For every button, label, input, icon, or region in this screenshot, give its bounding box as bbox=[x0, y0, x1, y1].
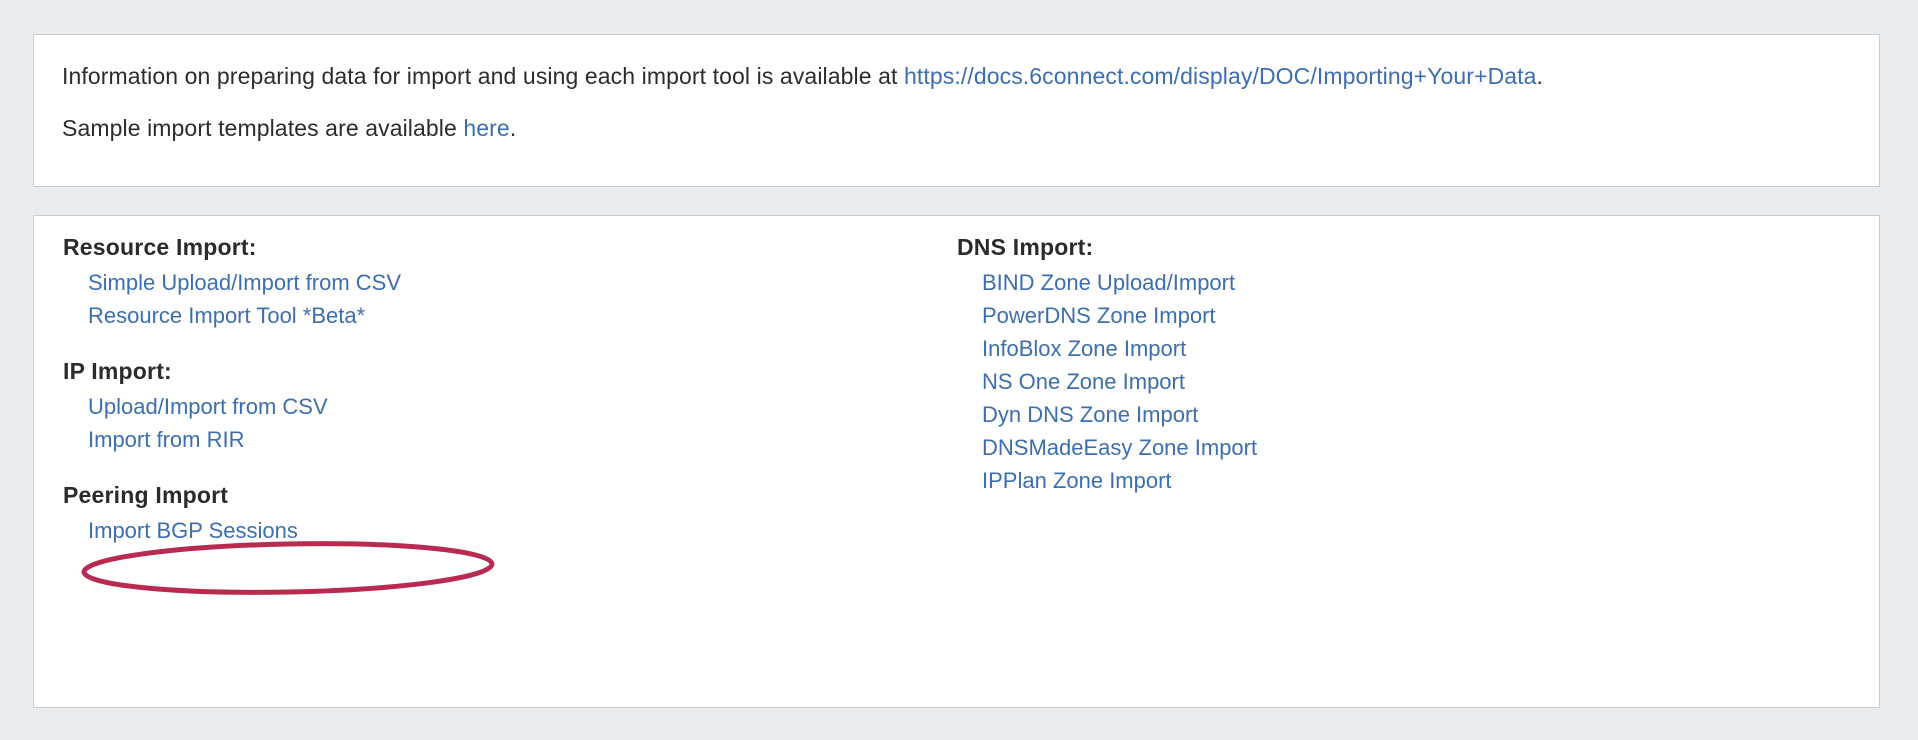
group-peering-import: Peering Import Import BGP Sessions bbox=[63, 481, 903, 547]
group-dns-import: DNS Import: BIND Zone Upload/Import Powe… bbox=[957, 233, 1797, 497]
list-item: Import BGP Sessions bbox=[88, 514, 903, 547]
link-import-bgp-sessions[interactable]: Import BGP Sessions bbox=[88, 518, 298, 543]
group-heading-peering-import: Peering Import bbox=[63, 482, 229, 508]
docs-info-text-after: . bbox=[1536, 63, 1544, 89]
list-item: NS One Zone Import bbox=[982, 365, 1797, 398]
group-heading-dns-import: DNS Import: bbox=[957, 234, 1094, 260]
list-item: DNSMadeEasy Zone Import bbox=[982, 431, 1797, 464]
documentation-info-content: Information on preparing data for import… bbox=[34, 35, 1879, 143]
link-list-resource-import: Simple Upload/Import from CSV Resource I… bbox=[63, 266, 903, 332]
list-item: Resource Import Tool *Beta* bbox=[88, 299, 903, 332]
import-tools-left-column: Resource Import: Simple Upload/Import fr… bbox=[63, 216, 903, 547]
link-upload-import-csv[interactable]: Upload/Import from CSV bbox=[88, 394, 328, 419]
templates-info-line: Sample import templates are available he… bbox=[62, 113, 1851, 143]
templates-info-text-after: . bbox=[509, 115, 517, 141]
link-dnsmadeeasy-zone-import[interactable]: DNSMadeEasy Zone Import bbox=[982, 435, 1258, 460]
templates-here-link[interactable]: here bbox=[463, 115, 510, 141]
list-item: BIND Zone Upload/Import bbox=[982, 266, 1797, 299]
import-tools-content: Resource Import: Simple Upload/Import fr… bbox=[34, 216, 1879, 707]
group-heading-resource-import: Resource Import: bbox=[63, 234, 257, 260]
group-resource-import: Resource Import: Simple Upload/Import fr… bbox=[63, 233, 903, 332]
link-infoblox-zone-import[interactable]: InfoBlox Zone Import bbox=[982, 336, 1187, 361]
link-powerdns-zone-import[interactable]: PowerDNS Zone Import bbox=[982, 303, 1216, 328]
link-import-from-rir[interactable]: Import from RIR bbox=[88, 427, 245, 452]
link-list-dns-import: BIND Zone Upload/Import PowerDNS Zone Im… bbox=[957, 266, 1797, 497]
link-ipplan-zone-import[interactable]: IPPlan Zone Import bbox=[982, 468, 1172, 493]
docs-url-link[interactable]: https://docs.6connect.com/display/DOC/Im… bbox=[903, 63, 1537, 89]
list-item: PowerDNS Zone Import bbox=[982, 299, 1797, 332]
templates-info-text-before: Sample import templates are available bbox=[62, 115, 464, 141]
docs-info-line: Information on preparing data for import… bbox=[62, 61, 1851, 91]
list-item: InfoBlox Zone Import bbox=[982, 332, 1797, 365]
import-tools-right-column: DNS Import: BIND Zone Upload/Import Powe… bbox=[957, 216, 1797, 497]
docs-info-text-before: Information on preparing data for import… bbox=[62, 63, 904, 89]
list-item: Dyn DNS Zone Import bbox=[982, 398, 1797, 431]
link-list-peering-import: Import BGP Sessions bbox=[63, 514, 903, 547]
list-item: IPPlan Zone Import bbox=[982, 464, 1797, 497]
link-simple-upload-import-csv[interactable]: Simple Upload/Import from CSV bbox=[88, 270, 401, 295]
link-resource-import-tool-beta[interactable]: Resource Import Tool *Beta* bbox=[88, 303, 366, 328]
link-dyn-dns-zone-import[interactable]: Dyn DNS Zone Import bbox=[982, 402, 1199, 427]
group-heading-ip-import: IP Import: bbox=[63, 358, 172, 384]
list-item: Upload/Import from CSV bbox=[88, 390, 903, 423]
documentation-info-panel: Information on preparing data for import… bbox=[33, 34, 1880, 187]
highlight-ellipse-annotation bbox=[81, 541, 495, 595]
list-item: Import from RIR bbox=[88, 423, 903, 456]
link-bind-zone-upload-import[interactable]: BIND Zone Upload/Import bbox=[982, 270, 1236, 295]
link-ns-one-zone-import[interactable]: NS One Zone Import bbox=[982, 369, 1185, 394]
group-ip-import: IP Import: Upload/Import from CSV Import… bbox=[63, 357, 903, 456]
import-tools-panel: Resource Import: Simple Upload/Import fr… bbox=[33, 215, 1880, 708]
link-list-ip-import: Upload/Import from CSV Import from RIR bbox=[63, 390, 903, 456]
list-item: Simple Upload/Import from CSV bbox=[88, 266, 903, 299]
